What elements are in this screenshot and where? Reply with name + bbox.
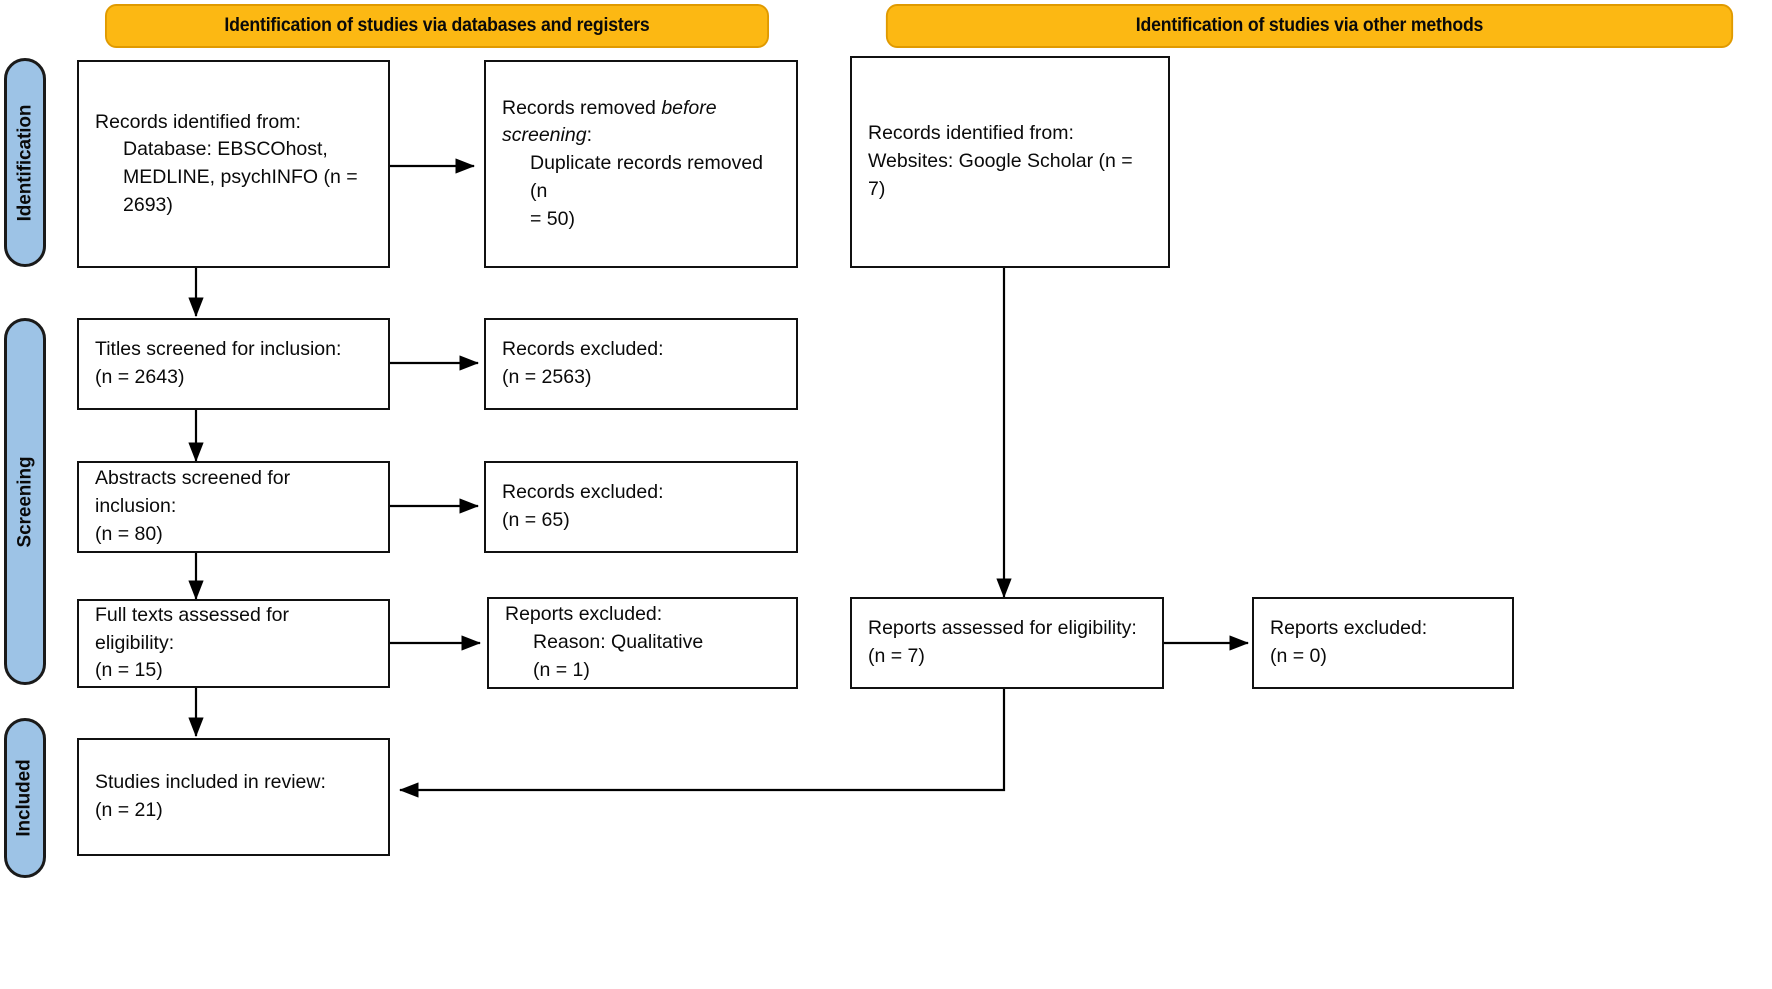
box-titles-screened: Titles screened for inclusion: (n = 2643… <box>77 318 390 410</box>
banner-other-methods-label: Identification of studies via other meth… <box>1135 15 1484 36</box>
box-line: Studies included in review: <box>95 771 326 794</box>
banner-other-methods: Identification of studies via other meth… <box>885 4 1734 48</box>
box-line: = 50) <box>530 207 575 230</box>
stage-label-included: Included <box>4 718 46 878</box>
stage-label-screening-text: Screening <box>14 456 35 547</box>
box-line: Reports excluded: <box>505 603 663 626</box>
box-line: Records identified from: <box>868 122 1074 145</box>
box-line: Websites: Google Scholar (n = 7) <box>868 150 1139 200</box>
box-studies-included: Studies included in review: (n = 21) <box>77 738 390 856</box>
box-line: Titles screened for inclusion: <box>95 338 342 361</box>
box-records-removed-before-screening: Records removed before screening: Duplic… <box>484 60 798 268</box>
box-line-text: Records removed <box>502 96 662 119</box>
box-line: (n = 15) <box>95 659 163 682</box>
box-line: (n = 0) <box>1270 645 1327 667</box>
box-records-excluded-abstracts: Records excluded: (n = 65) <box>484 461 798 553</box>
box-line: Records excluded: <box>502 481 664 504</box>
box-line: Abstracts screened for inclusion: <box>95 467 296 518</box>
box-records-identified-other-methods: Records identified from: Websites: Googl… <box>850 56 1170 268</box>
box-full-texts-assessed: Full texts assessed for eligibility: (n … <box>77 599 390 688</box>
box-line-emphasis: screening <box>502 124 587 147</box>
box-line: Records identified from: <box>95 110 301 133</box>
box-line: (n = 65) <box>502 509 570 531</box>
box-line: screening: <box>502 122 780 150</box>
banner-databases-registers: Identification of studies via databases … <box>104 4 770 48</box>
box-line: (n = 21) <box>95 799 163 821</box>
box-abstracts-screened: Abstracts screened for inclusion: (n = 8… <box>77 461 390 553</box>
box-line: Duplicate records removed (n <box>530 152 769 202</box>
box-line: (n = 7) <box>868 645 925 667</box>
box-line: Full texts assessed for eligibility: <box>95 603 295 654</box>
box-line: Reports excluded: <box>1270 617 1428 640</box>
stage-label-screening: Screening <box>4 318 46 685</box>
stage-label-identification: Identification <box>4 58 46 267</box>
box-reports-excluded-other: Reports excluded: (n = 0) <box>1252 597 1514 689</box>
box-line: Reports assessed for eligibility: <box>868 617 1137 640</box>
stage-label-identification-text: Identification <box>14 104 36 221</box>
box-reports-assessed-other: Reports assessed for eligibility: (n = 7… <box>850 597 1164 689</box>
box-line: (n = 1) <box>533 658 590 681</box>
box-line: MEDLINE, psychINFO (n = <box>123 166 358 188</box>
box-line: Records excluded: <box>502 338 664 361</box>
box-line: (n = 2563) <box>502 366 592 388</box>
box-line: (n = 2643) <box>95 366 185 388</box>
box-line: Database: EBSCOhost, <box>123 138 328 161</box>
box-line: Records removed before <box>502 95 780 123</box>
arrow-reports-assessed-to-studies-included <box>398 688 1006 798</box>
box-line: Reason: Qualitative <box>533 631 704 654</box>
box-records-identified-databases: Records identified from: Database: EBSCO… <box>77 60 390 268</box>
stage-label-included-text: Included <box>14 759 36 837</box>
box-line-emphasis: before <box>661 96 717 119</box>
box-records-excluded-titles: Records excluded: (n = 2563) <box>484 318 798 410</box>
box-line: (n = 80) <box>95 522 163 545</box>
box-reports-excluded-full-texts: Reports excluded: Reason: Qualitative (n… <box>487 597 798 689</box>
box-line-text: : <box>586 124 592 147</box>
banner-databases-label: Identification of studies via databases … <box>224 15 650 36</box>
box-line: 2693) <box>123 193 173 216</box>
